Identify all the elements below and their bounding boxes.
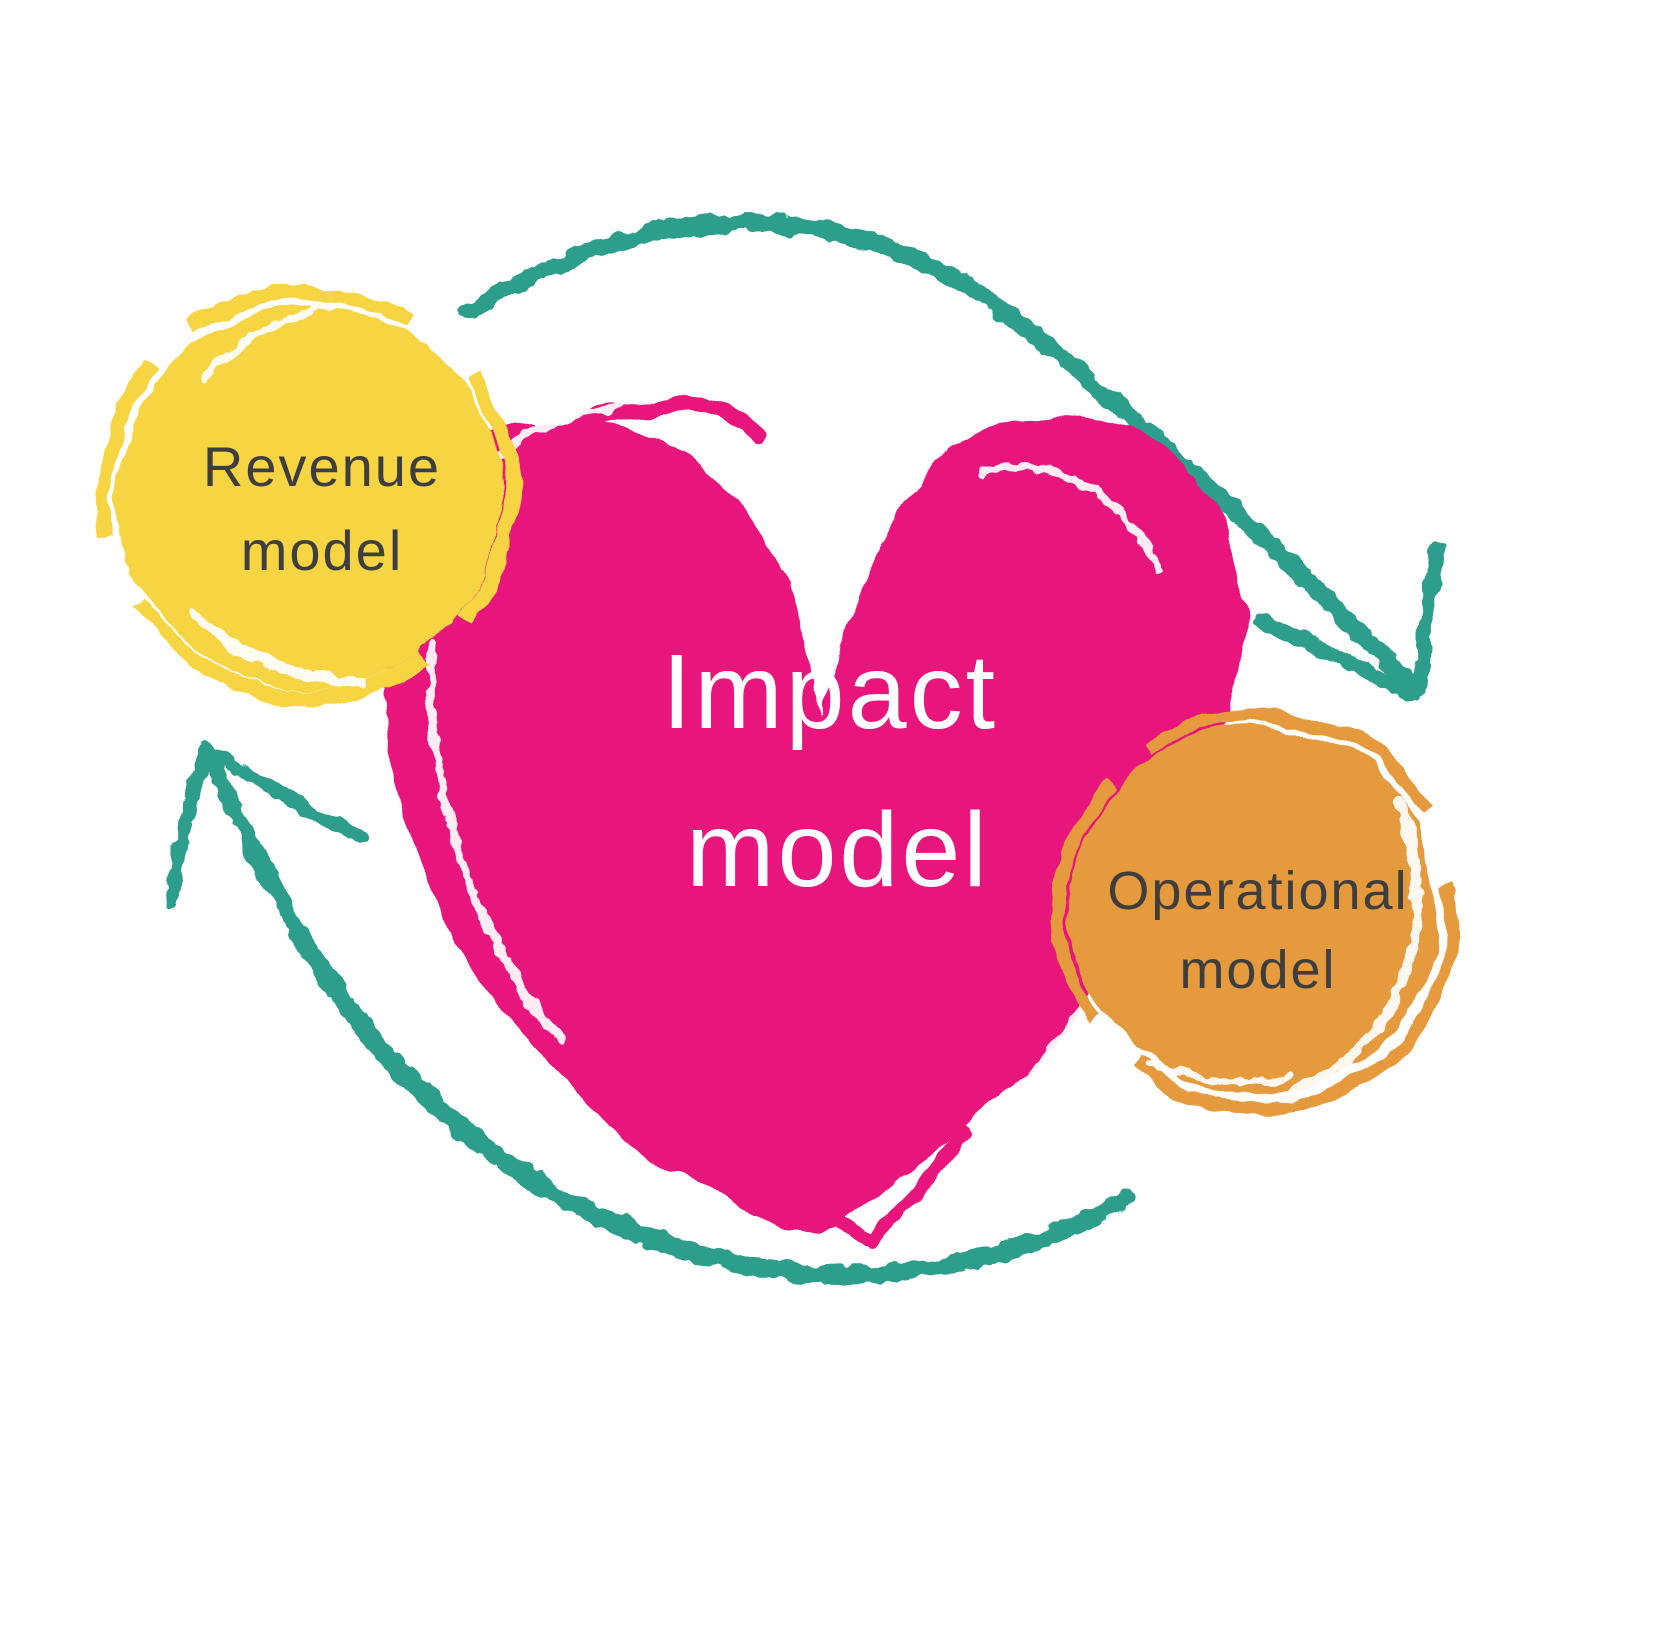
- impact-label-line-1: Impact: [662, 633, 998, 751]
- revenue-label-line-2: model: [241, 519, 404, 582]
- operational-node: Operational model: [1054, 706, 1462, 1114]
- revenue-node: Revenue model: [97, 281, 519, 703]
- heart-white-streak-left: [426, 637, 565, 1045]
- revenue-circle: [118, 303, 502, 687]
- impact-label-line-2: model: [686, 791, 990, 909]
- bottom-arrow-arc: [197, 739, 1137, 1284]
- heart-white-streak-upper-right: [978, 462, 1162, 574]
- heart-brush-stray-tip-right: [871, 1121, 975, 1249]
- operational-circle: [1071, 724, 1439, 1092]
- heart-brush-stray-top: [552, 398, 770, 440]
- operational-label-line-2: model: [1179, 940, 1336, 1000]
- heart-shape: [379, 414, 1243, 1232]
- cycle-arrows: [165, 214, 1445, 1284]
- revenue-white-streak-bottom: [187, 607, 365, 687]
- top-arrow-head-barb-up: [1412, 539, 1445, 698]
- heart-brush-stray-tip-left: [751, 1145, 879, 1245]
- bottom-arrow-head-barb-down: [165, 741, 213, 909]
- operational-white-crescent-right: [1276, 794, 1422, 1104]
- revenue-circle-ring: [97, 281, 519, 703]
- revenue-white-streak-top: [202, 302, 336, 382]
- operational-circle-ring: [1054, 706, 1462, 1114]
- top-arrow-arc: [459, 214, 1417, 693]
- operational-white-streak-bottom: [1146, 1058, 1294, 1085]
- top-arrow-head-barb-left: [1255, 615, 1419, 701]
- impact-heart-node: Impact model: [379, 398, 1243, 1249]
- bottom-arrow-head-barb-right: [199, 741, 369, 845]
- operational-label-line-1: Operational: [1107, 861, 1408, 921]
- revenue-label-line-1: Revenue: [203, 435, 441, 498]
